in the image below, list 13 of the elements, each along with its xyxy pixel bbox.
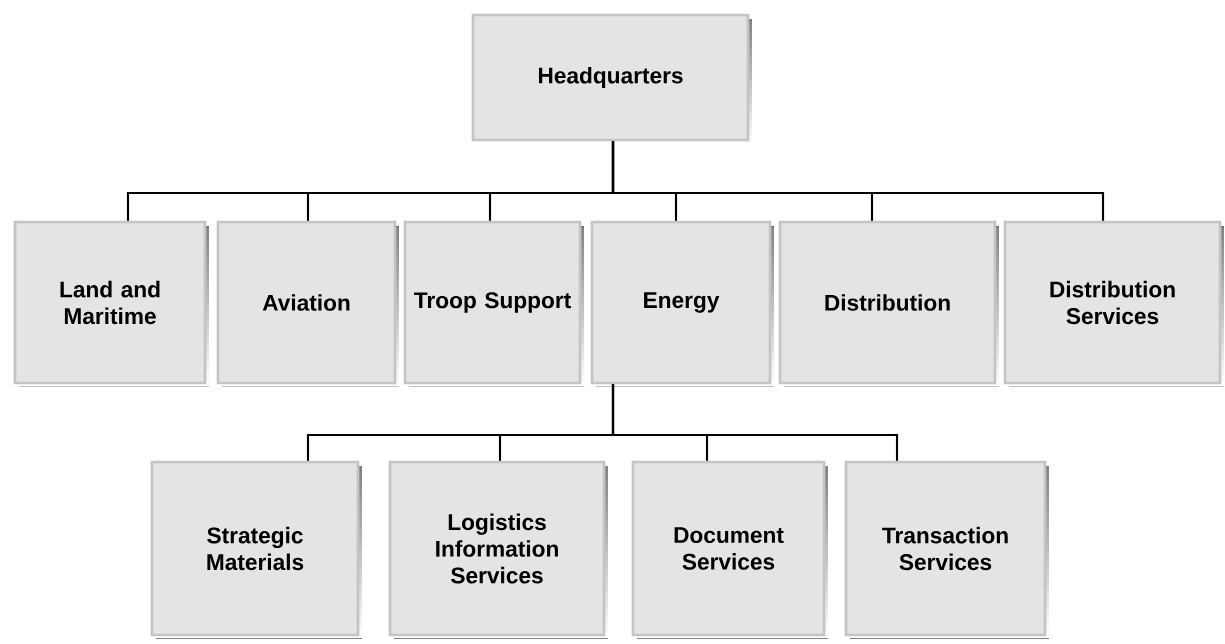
org-box: Logistics Information Services (388, 460, 608, 639)
org-box: Distribution (778, 220, 999, 387)
connector-line (611, 384, 899, 461)
org-box: Document Services (631, 460, 828, 639)
org-box: Land and Maritime (13, 220, 209, 387)
org-box: Transaction Services (844, 460, 1049, 639)
org-box: Distribution Services (1003, 220, 1224, 387)
org-box: Headquarters (471, 13, 752, 144)
org-box: Troop Support (403, 220, 584, 387)
org-box: Aviation (216, 220, 399, 387)
connector-line (611, 141, 1105, 221)
org-box: Energy (590, 220, 774, 387)
org-box: Strategic Materials (150, 460, 362, 639)
